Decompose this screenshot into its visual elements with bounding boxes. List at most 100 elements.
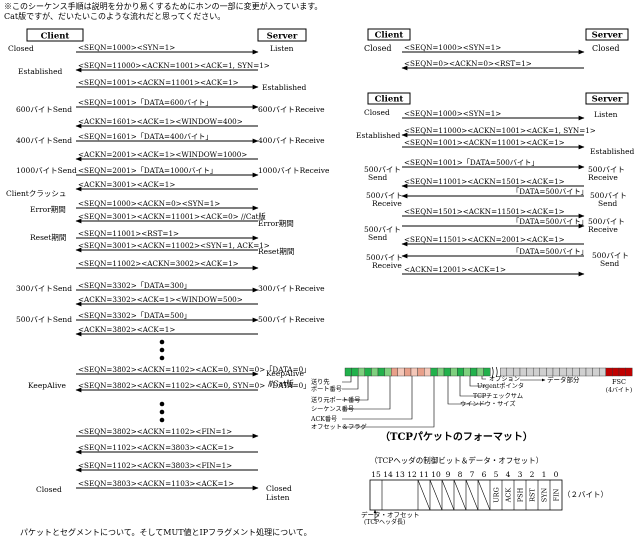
fsc-label: FSC xyxy=(612,378,626,386)
packet-byte-cell xyxy=(539,367,547,377)
message-label: <SEQN=11001><ACKN=1501><ACK=1> xyxy=(404,177,565,186)
leader-line xyxy=(342,376,435,428)
packet-byte-cell xyxy=(364,367,372,377)
server-state: 600バイトReceive xyxy=(258,105,325,114)
flag-name: URG xyxy=(493,487,501,503)
leader-line xyxy=(342,376,391,410)
message-label: <SEQN=3802><ACKN=1102><ACK=0, SYN=0>「DAT… xyxy=(78,381,310,390)
leader-line xyxy=(342,376,413,420)
packet-byte-cell xyxy=(470,367,478,377)
packet-byte-cell xyxy=(612,367,620,377)
message-label: <SEQN=11000><ACKN=1001><ACK=1, SYN=1> xyxy=(78,61,270,70)
reserved-hatch xyxy=(465,479,479,511)
message-label: <SEQN=1001>「DATA=500バイト」 xyxy=(404,158,539,167)
client-state: Closed xyxy=(36,485,62,494)
client-state: 400バイトSend xyxy=(16,136,72,145)
server-state: 300バイトReceive xyxy=(258,284,325,293)
client-state: Established xyxy=(18,67,63,76)
leader-line xyxy=(481,376,486,380)
leader-line xyxy=(342,376,352,383)
bit-number: 4 xyxy=(506,470,511,479)
message-label: <SEQN=3001><ACKN=11002><SYN=1, ACK=1> xyxy=(78,241,270,250)
field-label: Urgentポインタ xyxy=(477,382,524,390)
client-label: Client xyxy=(41,32,70,42)
message-label: <ACKN=3001><ACK=1> xyxy=(78,180,175,189)
message-label: <SEQN=3302>「DATA=500」 xyxy=(78,311,191,320)
packet-byte-cell xyxy=(552,367,560,377)
message-label: <SEQN=0><ACKN=0><RST=1> xyxy=(404,59,532,68)
message-label: <SEQN=1501><ACKN=11501><ACK=1> xyxy=(404,207,565,216)
server-state: Closed xyxy=(592,44,619,53)
packet-byte-cell xyxy=(450,367,458,377)
packet-byte-cell xyxy=(410,367,418,377)
message-label: <ACKN=1601><ACK=1><WINDOW=400> xyxy=(78,117,243,126)
flag-name: SYN xyxy=(541,487,549,502)
server-state: //Cat版 xyxy=(268,378,294,388)
bit-number: 8 xyxy=(458,470,463,479)
bit-number: 6 xyxy=(482,470,487,479)
field-label: オプション xyxy=(489,376,520,383)
server-state: Reset期間 xyxy=(258,247,294,256)
client-box xyxy=(367,28,411,41)
server-state: 500バイト xyxy=(590,191,627,200)
message-label: <SEQN=3001><ACKN=11001><ACK=0> //Cat版 xyxy=(78,212,266,221)
packet-byte-cell xyxy=(579,367,587,377)
server-box xyxy=(257,28,307,42)
client-state: 500バイト xyxy=(364,165,401,174)
client-state: 1000バイトSend xyxy=(16,166,77,175)
right-sequence: Client Server <SEQN=1000><SYN=1><SEQN=11… xyxy=(356,92,635,277)
server-state: 500バイトReceive xyxy=(258,315,325,324)
field-label: ウインドウ・サイズ xyxy=(460,400,516,408)
server-state: Listen xyxy=(594,110,618,119)
packet-byte-cell xyxy=(351,367,359,377)
bit-number: 1 xyxy=(542,470,547,479)
packet-byte-cell xyxy=(572,367,580,377)
message-label: <SEQN=1000><ACKN=0><SYN=1> xyxy=(78,199,220,208)
bit-number: 3 xyxy=(518,470,523,479)
left-sequence: Client Server <SEQN=1000><SYN=1><SEQN=11… xyxy=(6,28,330,502)
header-note: ※このシーケンス手順は説明を分かり易くするためにホンの一部に変更が入っています。 xyxy=(4,1,322,11)
dot xyxy=(159,347,165,353)
message-label: <SEQN=1001>「DATA=600バイト」 xyxy=(78,98,213,107)
client-state: 500バイト xyxy=(366,253,403,262)
client-label: Client xyxy=(375,95,404,105)
packet-byte-cell xyxy=(443,367,451,377)
client-state: KeepAlive xyxy=(28,381,67,390)
packet-byte-cell xyxy=(526,367,534,377)
bit-number: 0 xyxy=(554,470,559,479)
packet-byte-cell xyxy=(397,367,405,377)
message-label: <SEQN=11501><ACKN=2001><ACK=1> xyxy=(404,235,565,244)
server-state: 1000バイトReceive xyxy=(258,166,330,175)
bit-number: 2 xyxy=(530,470,535,479)
header-note-2: Cat版ですが、だいたいこのような流れだと思ってください。 xyxy=(4,11,225,21)
bit-number: 9 xyxy=(446,470,451,479)
server-state: Error期間 xyxy=(258,219,294,228)
field-label: ポート番号 xyxy=(311,385,342,393)
packet-byte-cell xyxy=(585,367,593,377)
packet-byte-cell xyxy=(483,367,491,377)
packet-byte-cell xyxy=(457,367,465,377)
leader-line xyxy=(447,376,486,405)
packet-byte-cell xyxy=(417,367,425,377)
packet-byte-cell xyxy=(358,367,366,377)
flags-title: （TCPヘッダの制御ビット＆データ・オフセット） xyxy=(370,455,543,465)
message-label: <ACKN=3802><ACK=1> xyxy=(78,325,175,334)
client-label: Client xyxy=(375,31,404,41)
server-state: Listen xyxy=(266,493,290,502)
fsc-sub-label: (4バイト) xyxy=(606,387,633,394)
message-label: <SEQN=3803><ACKN=1103><ACK=1> xyxy=(78,479,234,488)
flag-name: FIN xyxy=(553,488,561,501)
client-state: 500バイト xyxy=(366,191,403,200)
reserved-hatch xyxy=(429,479,443,511)
message-label: <SEQN=2001>「DATA=1000バイト」 xyxy=(78,166,217,175)
field-label: ACK番号 xyxy=(310,416,337,423)
server-state: Send xyxy=(600,259,619,268)
server-state: Established xyxy=(590,147,635,156)
packet-byte-cell xyxy=(559,367,567,377)
field-label: シーケンス番号 xyxy=(311,406,354,413)
bit-number: 12 xyxy=(407,470,417,479)
leader-line xyxy=(342,376,369,401)
client-state: Clientクラッシュ xyxy=(6,189,66,198)
server-state: Listen xyxy=(270,44,294,53)
